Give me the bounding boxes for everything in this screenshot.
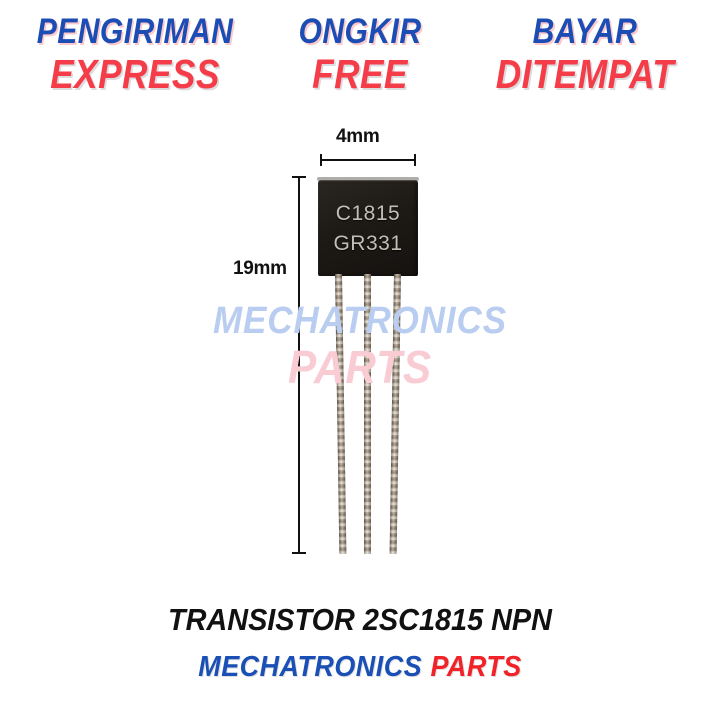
transistor-marking-line-2: GR331 <box>333 232 403 255</box>
promo-banner-row: PENGIRIMAN EXPRESS ONGKIR FREE BAYAR DIT… <box>0 0 720 110</box>
product-title: TRANSISTOR 2SC1815 NPN <box>167 602 552 637</box>
transistor-body: C1815 GR331 <box>317 177 419 276</box>
promo-shipping-bottom-label: EXPRESS <box>50 51 220 97</box>
promo-ongkir-top-label: ONGKIR <box>298 12 422 51</box>
promo-shipping-top-label: PENGIRIMAN <box>36 12 234 51</box>
transistor-marking-line-1: C1815 <box>335 202 401 225</box>
promo-banner-shipping: PENGIRIMAN EXPRESS <box>0 14 270 95</box>
transistor-lead-1 <box>335 273 347 555</box>
brand-name-primary: MECHATRONICS <box>198 651 423 683</box>
promo-bayar-top-label: BAYAR <box>532 12 638 51</box>
dimension-width-bar <box>320 159 416 161</box>
dimension-height-cap-bottom <box>292 552 306 554</box>
transistor-lead-2 <box>364 274 371 554</box>
promo-bayar-bottom-label: DITEMPAT <box>495 51 675 97</box>
transistor-lead-3 <box>389 273 401 555</box>
dimension-width-label: 4mm <box>336 126 380 147</box>
brand-name-secondary: PARTS <box>430 651 522 683</box>
transistor-component: C1815 GR331 <box>316 177 420 558</box>
promo-banner-cod: BAYAR DITEMPAT <box>450 14 720 95</box>
promo-ongkir-bottom-label: FREE <box>312 51 408 97</box>
dimension-width-line <box>320 154 416 166</box>
dimension-height-line <box>292 176 306 554</box>
dimension-height-label: 19mm <box>233 258 287 279</box>
dimension-height-bar <box>298 176 300 554</box>
promo-banner-freeshipping: ONGKIR FREE <box>265 14 455 95</box>
dimension-width-cap-right <box>414 154 416 166</box>
